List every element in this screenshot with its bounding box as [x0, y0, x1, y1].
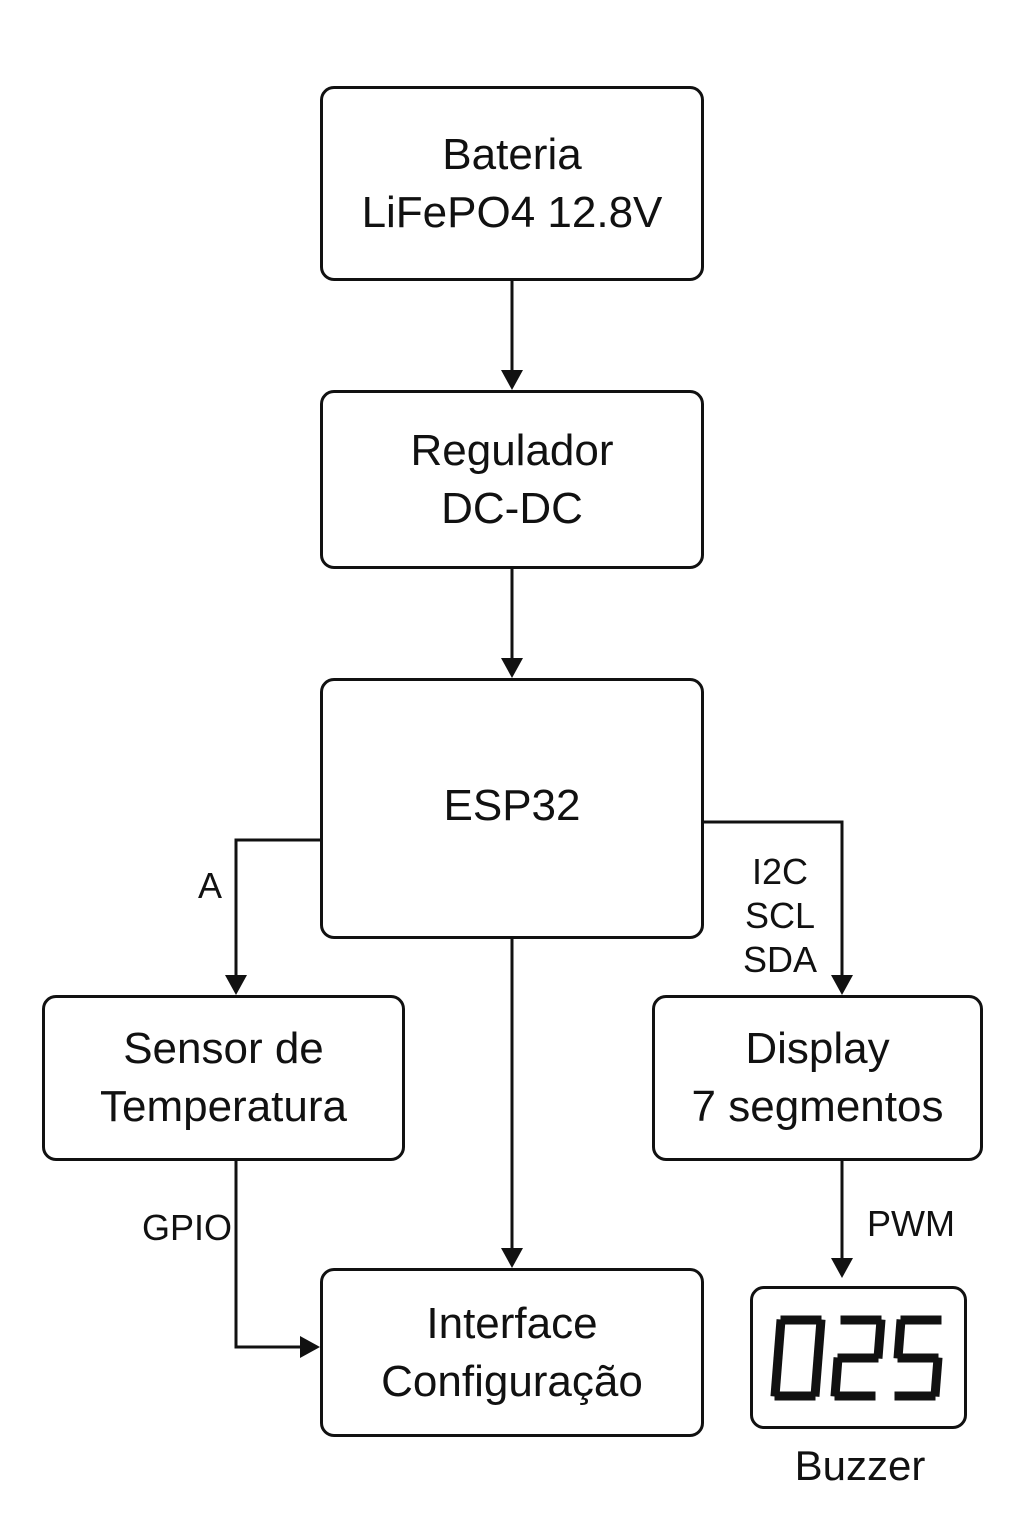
sensor-block: Sensor de Temperatura — [42, 995, 405, 1161]
arrow-sensor-interface — [234, 1160, 300, 1349]
digit-segment — [892, 1318, 906, 1359]
arrowhead — [501, 1248, 523, 1268]
connection-label-gpio: GPIO — [141, 1207, 233, 1248]
arrowhead — [501, 370, 523, 390]
mcu-label: ESP32 — [443, 780, 581, 830]
connection-label-i2c: I2C SCL SDA — [720, 850, 840, 982]
digit-segment — [772, 1318, 786, 1359]
digit-segment — [769, 1356, 783, 1397]
arrowhead — [300, 1336, 320, 1358]
arrow-mcu-sensor — [234, 838, 320, 975]
seven-segment-readout — [769, 1315, 943, 1400]
arrowhead — [831, 975, 853, 995]
regulator-label-line1: Regulador — [410, 425, 614, 475]
arrowhead — [831, 1258, 853, 1278]
scl-label: SCL — [744, 895, 816, 936]
interface-label-line2: Configuração — [381, 1356, 643, 1406]
regulator-label-line2: DC-DC — [441, 483, 583, 533]
display-label-line1: Display — [745, 1024, 890, 1073]
interface-block: Interface Configuração — [320, 1268, 704, 1437]
arrow-mcu-display — [704, 820, 844, 975]
buzzer-display — [750, 1286, 967, 1429]
digit-segment — [812, 1318, 826, 1359]
arrowhead — [225, 975, 247, 995]
display-block: Display 7 segmentos — [652, 995, 983, 1161]
connection-label-pwm: PWM — [867, 1203, 955, 1244]
digit-segment — [929, 1356, 943, 1397]
arrowhead — [501, 658, 523, 678]
battery-label-line2: LiFePO4 12.8V — [361, 187, 663, 237]
interface-label-line1: Interface — [426, 1298, 598, 1348]
sensor-label-line1: Sensor de — [123, 1024, 324, 1073]
i2c-label: I2C — [751, 851, 809, 892]
sda-label: SDA — [742, 939, 818, 980]
regulator-block: Regulador DC-DC — [320, 390, 704, 569]
digit-segment — [872, 1318, 886, 1359]
display-label-line2: 7 segmentos — [691, 1082, 944, 1131]
battery-block: Bateria LiFePO4 12.8V — [320, 86, 704, 281]
buzzer-label: Buzzer — [794, 1442, 926, 1489]
battery-label-line1: Bateria — [442, 129, 582, 179]
digit-segment — [829, 1356, 843, 1397]
connection-label-analog: A — [197, 865, 222, 906]
sensor-label-line2: Temperatura — [99, 1082, 347, 1131]
mcu-block: ESP32 — [320, 678, 704, 939]
digit-segment — [809, 1356, 823, 1397]
